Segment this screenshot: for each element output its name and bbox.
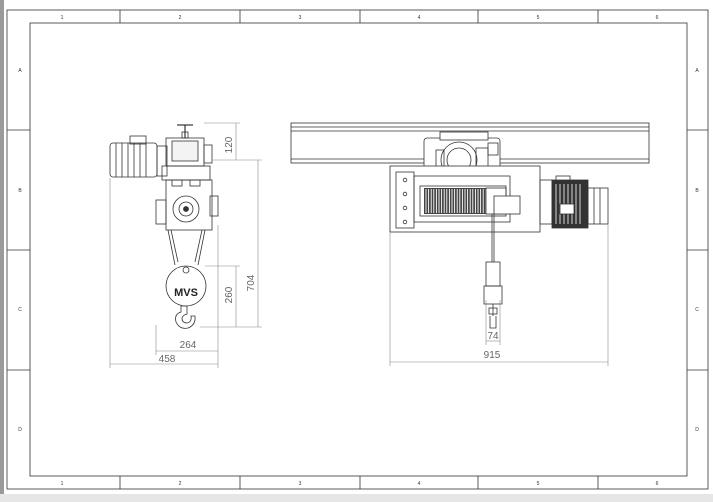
zone-col-6-bottom: 6 xyxy=(656,481,659,487)
side-trolley xyxy=(165,124,213,167)
sheet-bottom-edge xyxy=(0,494,713,502)
front-motor xyxy=(539,175,609,229)
dim-704: 704 xyxy=(246,274,257,291)
zone-col-3-bottom: 3 xyxy=(299,481,302,487)
side-ropes xyxy=(167,229,206,266)
side-view: MVS 120 704 260 264 458 xyxy=(109,122,262,368)
mvs-logo: MVS xyxy=(174,287,198,299)
side-hook-block: MVS xyxy=(165,265,207,329)
zone-row-c-right: C xyxy=(695,307,699,313)
zone-row-d-right: D xyxy=(695,427,699,433)
side-gearbox xyxy=(155,165,219,231)
zone-row-d-left: D xyxy=(18,427,22,433)
front-view: 74 915 xyxy=(290,122,650,366)
zone-row-a-right: A xyxy=(695,68,699,74)
zone-col-5-top: 5 xyxy=(537,15,540,21)
front-hook-assembly xyxy=(483,214,503,329)
dim-915: 915 xyxy=(484,350,501,361)
zone-col-3-top: 3 xyxy=(299,15,302,21)
zone-row-a-left: A xyxy=(18,68,22,74)
outer-border xyxy=(6,9,709,490)
zone-col-1-bottom: 1 xyxy=(61,481,64,487)
zone-col-2-bottom: 2 xyxy=(179,481,182,487)
zone-row-c-left: C xyxy=(18,307,22,313)
zone-col-5-bottom: 5 xyxy=(537,481,540,487)
dim-120: 120 xyxy=(224,136,235,153)
zone-col-4-top: 4 xyxy=(418,15,421,21)
zone-col-6-top: 6 xyxy=(656,15,659,21)
zone-dividers xyxy=(7,10,708,489)
front-dimensions: 74 915 xyxy=(389,224,609,366)
dim-458: 458 xyxy=(159,354,176,365)
zone-col-2-top: 2 xyxy=(179,15,182,21)
zone-col-1-top: 1 xyxy=(61,15,64,21)
sheet-left-edge xyxy=(0,0,4,502)
side-motor xyxy=(109,135,168,178)
zone-labels: 1 2 3 4 5 6 1 2 3 4 5 6 A B C D A B C D xyxy=(18,15,699,487)
zone-row-b-left: B xyxy=(18,188,22,194)
zone-col-4-bottom: 4 xyxy=(418,481,421,487)
front-rope-drum xyxy=(424,187,521,215)
dim-74: 74 xyxy=(487,331,499,342)
dim-264: 264 xyxy=(180,340,197,351)
dim-260: 260 xyxy=(224,286,235,303)
side-dimensions: 120 704 260 264 458 xyxy=(109,122,262,368)
inner-border xyxy=(29,22,688,477)
zone-row-b-right: B xyxy=(695,188,699,194)
